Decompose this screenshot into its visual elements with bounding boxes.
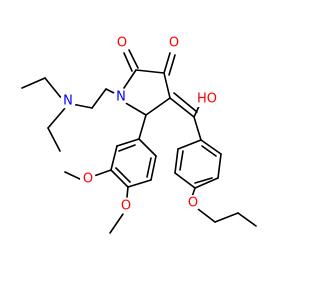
bond-pr-ring-inner-3	[179, 150, 184, 171]
bond-pr-ring-5	[174, 148, 179, 174]
atom-bg	[113, 89, 129, 105]
bonds	[21, 49, 257, 234]
atom-bg	[114, 35, 130, 51]
bond-c2-c3	[135, 69, 165, 74]
atom-label: O	[121, 199, 131, 214]
bond-linker-ch2	[91, 88, 107, 109]
bond-c4-exo-a	[169, 97, 195, 118]
bond-propyl1-propyl2	[214, 212, 239, 223]
bond-aryl-o-methoxy3	[93, 169, 112, 177]
bond-pr-ring-inner-1	[201, 145, 217, 157]
atom-bg	[80, 171, 96, 187]
bond-n-linker	[71, 103, 93, 109]
atom-o-c3: O	[166, 35, 182, 51]
bond-pr-ring-3	[194, 177, 219, 189]
bond-c5-n1	[123, 101, 147, 116]
atom-o-methoxy-4: O	[118, 198, 134, 214]
bond-c3-c4	[163, 72, 171, 99]
bond-pr-ring-1	[200, 139, 222, 155]
bond-ethyl1-ch3	[21, 77, 46, 89]
atom-bg	[166, 35, 182, 51]
bond-o-methyl4	[109, 213, 124, 234]
bond-dm-ring-inner-2	[115, 167, 131, 183]
bond-c2-o-b	[123, 52, 133, 72]
bond-dm-ring-1	[116, 138, 140, 147]
bond-propyl2-propyl3	[237, 212, 257, 227]
bond-dm-ring-3	[110, 169, 129, 188]
bond-c3-o-b	[168, 54, 176, 76]
bond-o-methyl3	[64, 171, 83, 181]
bond-n1-c2	[123, 69, 137, 89]
bond-pr-ring-inner-2	[194, 177, 213, 184]
atom-label: HO	[197, 92, 217, 107]
atom-label: O	[188, 196, 198, 211]
atom-bg	[185, 195, 201, 211]
atom-label: N	[63, 94, 73, 109]
atom-n-amine: N	[60, 93, 76, 109]
bond-c3-o-a	[163, 52, 171, 74]
atom-label: O	[169, 36, 179, 51]
bond-ethyl2-ch3	[47, 127, 61, 152]
bond-n-ethyl2	[47, 106, 67, 129]
atom-o-methoxy-3: O	[80, 171, 96, 187]
bond-pr-ring-6	[177, 139, 202, 150]
atom-bg	[118, 198, 134, 214]
bond-c5-aryl	[138, 114, 147, 140]
atom-bg	[60, 93, 76, 109]
bond-dm-ring-6	[138, 138, 157, 157]
bond-aryl-o-methoxy4	[126, 186, 129, 198]
bond-c2-o-a	[128, 49, 139, 69]
atom-bg	[197, 91, 217, 107]
bond-ethyl1-ch2	[44, 77, 63, 100]
bond-c4-c5	[145, 97, 171, 116]
bond-dm-ring-5	[150, 155, 157, 181]
bond-dm-ring-2	[110, 145, 118, 171]
atom-labels: O O HO N N O O O	[60, 35, 217, 214]
bond-o-propyl1	[197, 208, 216, 223]
molecule-structure-diagram: O O HO N N O O O	[21, 35, 257, 234]
bond-exo-aryl	[193, 116, 202, 141]
atom-n-ring: N	[113, 89, 129, 105]
atom-o-propoxy: O	[185, 195, 201, 211]
bond-dm-ring-4	[127, 179, 152, 188]
atom-o-hydroxy: HO	[197, 91, 217, 107]
atom-o-c2: O	[114, 35, 130, 51]
bond-pr-ring-2	[217, 153, 222, 179]
atom-label: O	[117, 36, 127, 51]
bond-dm-ring-inner-3	[146, 157, 152, 178]
bond-dm-ring-inner-1	[118, 144, 136, 152]
bond-pr-ring-4	[174, 172, 196, 189]
atom-label: O	[83, 172, 93, 187]
atom-label: N	[116, 90, 126, 105]
bond-c4-exo-b	[173, 92, 198, 113]
